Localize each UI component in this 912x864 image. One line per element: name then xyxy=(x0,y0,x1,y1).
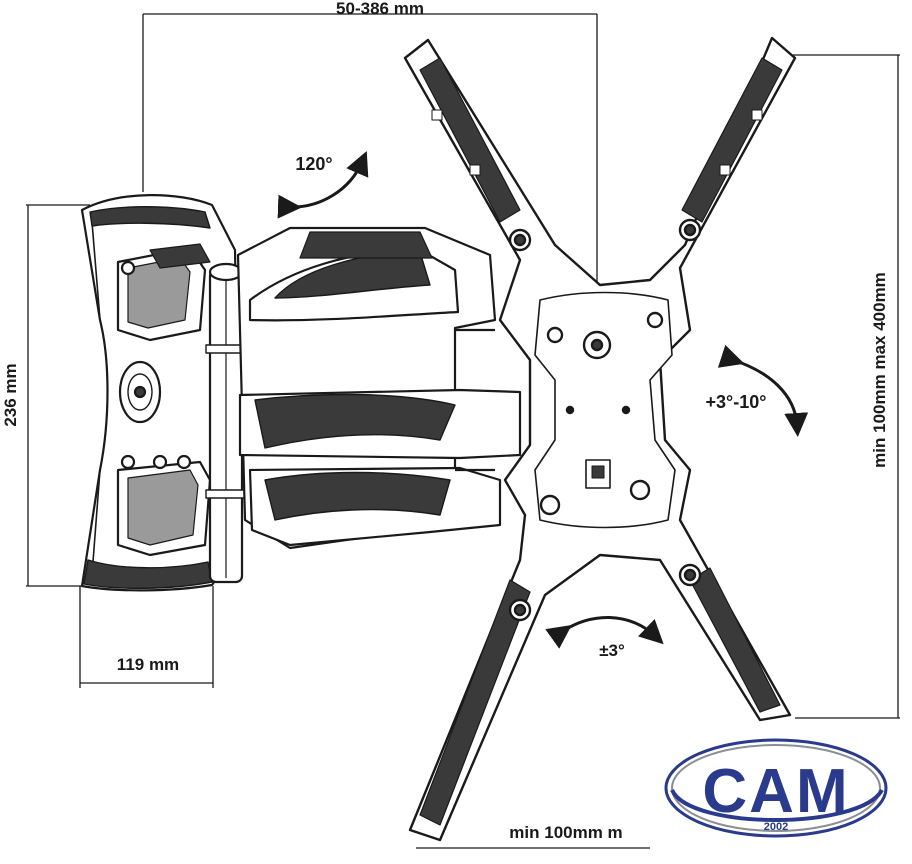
dim-bottom-vesa: min 100mm m xyxy=(509,823,622,842)
dim-right-vesa: min 100mm max 400mm xyxy=(870,272,889,468)
logo-name: CAM xyxy=(702,757,849,826)
dim-bottom-depth: 119 mm xyxy=(117,655,179,674)
rotation-arrow xyxy=(545,616,664,649)
dim-top-width: 50-386 mm xyxy=(336,0,424,18)
logo-year: 2002 xyxy=(764,821,788,833)
rotation-angle: ±3° xyxy=(599,641,625,660)
cam-logo: CAM 2002 xyxy=(664,738,888,838)
tilt-angle: +3°-10° xyxy=(706,392,767,412)
dim-left-height: 236 mm xyxy=(1,363,20,426)
wall-plate xyxy=(80,194,247,592)
swivel-arrow xyxy=(277,150,369,219)
dimension-lines xyxy=(26,13,900,849)
motion-arrows xyxy=(277,150,809,649)
articulating-arms xyxy=(236,226,522,550)
tv-bracket xyxy=(403,36,797,842)
tilt-arrow xyxy=(717,344,809,437)
swivel-angle: 120° xyxy=(295,154,332,174)
